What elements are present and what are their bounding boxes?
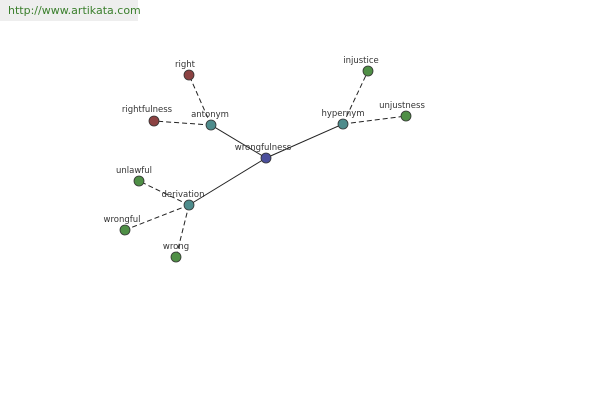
- edge-antonym-rightfulness: [153, 120, 212, 126]
- node-unlawful-label: unlawful: [116, 166, 152, 176]
- node-wrongfulness[interactable]: wrongfulness: [235, 143, 292, 164]
- node-derivation-label: derivation: [161, 190, 204, 200]
- site-url-watermark[interactable]: http://www.artikata.com: [0, 0, 141, 21]
- node-center-dot[interactable]: [260, 152, 272, 164]
- edge-derivation-wrong: [175, 204, 190, 258]
- node-right-label: right: [175, 60, 196, 70]
- node-wrongful-dot[interactable]: [119, 224, 131, 236]
- node-rightfulness-dot[interactable]: [148, 115, 160, 127]
- node-rightfulness-label: rightfulness: [122, 105, 173, 115]
- edge-hypernym-injustice: [342, 70, 369, 125]
- node-wrongful[interactable]: wrongful: [104, 215, 141, 236]
- node-injustice-dot[interactable]: [362, 65, 374, 77]
- edge-antonym-right: [188, 74, 212, 126]
- node-unjustness[interactable]: unjustness: [379, 101, 425, 122]
- node-injustice-label: injustice: [343, 56, 379, 66]
- node-derivation-dot[interactable]: [183, 199, 195, 211]
- node-derivation[interactable]: derivation: [161, 190, 205, 211]
- node-rightfulness[interactable]: rightfulness: [122, 105, 173, 127]
- node-wrong[interactable]: wrong: [163, 242, 189, 263]
- node-unlawful-dot[interactable]: [133, 175, 145, 187]
- node-right[interactable]: right: [175, 60, 196, 81]
- node-wrongful-label: wrongful: [104, 215, 141, 225]
- node-hypernym-label: hypernym: [321, 109, 364, 119]
- edge-center-hypernym: [265, 123, 344, 159]
- node-antonym-label: antonym: [191, 110, 229, 120]
- node-antonym[interactable]: antonym: [191, 110, 229, 131]
- node-unjustness-label: unjustness: [379, 101, 425, 111]
- node-unlawful[interactable]: unlawful: [116, 166, 152, 187]
- edge-derivation-wrongful: [124, 204, 190, 231]
- node-hypernym-dot[interactable]: [337, 118, 349, 130]
- node-wrong-label: wrong: [163, 242, 189, 252]
- node-hypernym[interactable]: hypernym: [321, 109, 365, 130]
- edge-derivation-unlawful: [138, 180, 190, 206]
- edge-hypernym-unjustness: [342, 115, 407, 125]
- node-center-label: wrongfulness: [235, 143, 292, 153]
- node-antonym-dot[interactable]: [205, 119, 217, 131]
- node-wrong-dot[interactable]: [170, 251, 182, 263]
- node-unjustness-dot[interactable]: [400, 110, 412, 122]
- edge-center-derivation: [188, 157, 267, 206]
- edge-center-antonym: [210, 124, 267, 159]
- node-injustice[interactable]: injustice: [343, 56, 379, 77]
- node-right-dot[interactable]: [183, 69, 195, 81]
